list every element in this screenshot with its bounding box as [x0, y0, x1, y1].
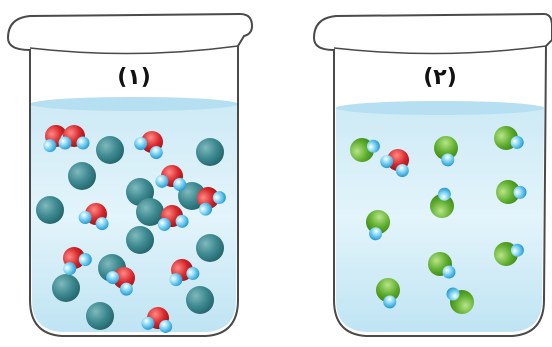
water-molecule: [197, 187, 226, 216]
hydrogen-atom: [442, 265, 456, 279]
solute-molecule: [494, 242, 524, 266]
teal-sphere: [126, 226, 154, 254]
hydrogen-atom: [383, 295, 397, 309]
hydrogen-atom: [395, 164, 409, 178]
hydrogen-atom: [155, 174, 169, 188]
hydrogen-atom: [437, 187, 451, 201]
beaker-2-rim: [333, 45, 547, 55]
hydrogen-atom: [175, 214, 189, 228]
beaker-2: (۲): [312, 12, 552, 337]
hydrogen-atom: [446, 287, 460, 301]
teal-sphere: [52, 274, 80, 302]
hydrogen-atom: [369, 227, 383, 241]
water-molecule: [157, 205, 189, 231]
hydrogen-atom: [157, 217, 171, 231]
water-molecule: [380, 149, 409, 178]
beaker-1-glass: [6, 12, 254, 337]
hydrogen-atom: [173, 177, 187, 191]
solute-molecule: [366, 210, 390, 241]
hydrogen-atom: [43, 139, 57, 153]
hydrogen-atom: [78, 210, 92, 224]
beaker-1: (۱): [6, 12, 254, 337]
beaker-1-label: (۱): [117, 65, 151, 90]
solute-molecule: [446, 287, 474, 314]
hydrogen-atom: [76, 136, 90, 150]
hydrogen-atom: [63, 262, 77, 276]
solute-molecule: [494, 126, 524, 150]
hydrogen-atom: [159, 319, 173, 333]
hydrogen-atom: [186, 266, 200, 280]
teal-sphere: [186, 286, 214, 314]
beaker-1-rim: [29, 45, 239, 55]
green-atom: [366, 210, 390, 234]
beaker-1-water-surface: [30, 97, 238, 111]
hydrogen-atom: [510, 243, 524, 257]
hydrogen-atom: [169, 273, 183, 287]
green-atom: [376, 278, 400, 302]
teal-sphere: [196, 234, 224, 262]
beaker-1-particles: [36, 125, 226, 333]
hydrogen-atom: [380, 155, 394, 169]
teal-sphere: [96, 136, 124, 164]
beaker-2-particles: [350, 126, 527, 314]
teal-sphere: [68, 162, 96, 190]
teal-sphere: [196, 138, 224, 166]
water-molecule: [141, 307, 173, 333]
water-molecule: [134, 131, 163, 160]
teal-sphere: [136, 198, 164, 226]
solute-molecule: [434, 136, 458, 167]
hydrogen-atom: [58, 136, 72, 150]
water-molecule: [155, 165, 187, 191]
hydrogen-atom: [149, 146, 163, 160]
hydrogen-atom: [95, 217, 109, 231]
solute-molecule: [496, 180, 527, 204]
green-atom: [430, 194, 454, 218]
hydrogen-atom: [366, 139, 380, 153]
water-molecule: [106, 267, 135, 296]
hydrogen-atom: [441, 153, 455, 167]
hydrogen-atom: [513, 185, 527, 199]
hydrogen-atom: [510, 135, 524, 149]
beaker-2-water-surface: [336, 101, 544, 115]
hydrogen-atom: [212, 191, 226, 205]
beaker-2-label: (۲): [423, 65, 457, 90]
green-atom: [434, 136, 458, 160]
hydrogen-atom: [199, 202, 213, 216]
solute-molecule: [350, 138, 380, 162]
beaker-2-glass: [312, 12, 552, 337]
hydrogen-atom: [141, 316, 155, 330]
green-atom: [496, 180, 520, 204]
water-molecule: [169, 259, 200, 287]
hydrogen-atom: [78, 253, 92, 267]
water-molecule: [58, 125, 90, 150]
solute-molecule: [430, 187, 454, 218]
hydrogen-atom: [106, 271, 120, 285]
teal-sphere: [86, 302, 114, 330]
hydrogen-atom: [134, 137, 148, 151]
solute-molecule: [428, 252, 456, 279]
teal-sphere: [36, 196, 64, 224]
water-molecule: [63, 247, 92, 276]
solute-molecule: [376, 278, 400, 309]
water-molecule: [78, 203, 109, 231]
hydrogen-atom: [119, 282, 133, 296]
